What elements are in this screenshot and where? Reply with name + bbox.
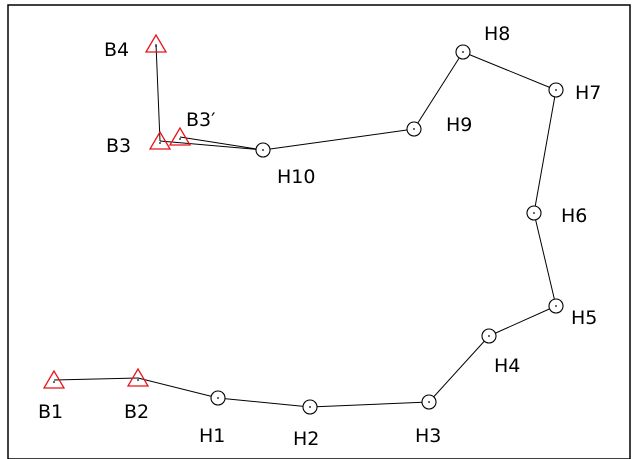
label-b3p: B3′ [186, 109, 215, 131]
station-center-dot-h9 [413, 128, 415, 130]
route-line-b3-b4 [155, 43, 161, 142]
route-line-h9-h10 [262, 128, 415, 151]
drawing-frame [7, 4, 631, 459]
label-h9: H9 [446, 114, 472, 136]
route-line-h10-b3 [159, 140, 264, 151]
route-lines [53, 43, 557, 408]
label-b2: B2 [124, 401, 149, 423]
label-h6: H6 [561, 205, 587, 227]
route-line-h6-h7 [533, 89, 557, 214]
label-b4: B4 [104, 39, 129, 61]
station-center-dot-h4 [488, 335, 490, 337]
label-b3: B3 [106, 135, 131, 157]
label-h10: H10 [277, 166, 315, 188]
benchmark-triangle-icon-b2 [126, 367, 150, 387]
benchmark-center-dot-b3p [179, 138, 181, 140]
benchmark-triangle-icon-b1 [42, 369, 66, 389]
route-line-h3-h4 [428, 335, 490, 403]
label-h3: H3 [415, 425, 441, 447]
benchmark-triangle-icon-b3 [148, 130, 172, 150]
station-center-dot-h7 [555, 89, 557, 91]
route-line-b1-b2 [53, 377, 139, 381]
route-line-h10-b3p [179, 136, 264, 151]
benchmark-triangle-icon-b3p [168, 126, 192, 146]
label-h5: H5 [571, 307, 597, 329]
benchmark-center-dot-b1 [53, 381, 55, 383]
route-line-h7-h8 [462, 51, 557, 91]
label-h2: H2 [293, 428, 319, 450]
label-b1: B1 [38, 401, 63, 423]
label-h4: H4 [494, 355, 520, 377]
benchmark-triangle-icon-b4 [144, 33, 168, 53]
benchmark-center-dot-b4 [155, 45, 157, 47]
route-line-h2-h3 [309, 401, 430, 408]
route-line-h8-h9 [413, 51, 464, 130]
route-line-h1-h2 [217, 397, 311, 408]
label-h1: H1 [199, 425, 225, 447]
station-center-dot-h6 [533, 212, 535, 214]
label-h7: H7 [575, 82, 601, 104]
station-center-dot-h10 [262, 149, 264, 151]
route-line-h4-h5 [488, 305, 557, 337]
benchmark-center-dot-b2 [137, 379, 139, 381]
benchmark-center-dot-b3 [159, 142, 161, 144]
label-h8: H8 [484, 23, 510, 45]
route-line-h5-h6 [533, 212, 557, 307]
station-center-dot-h1 [217, 397, 219, 399]
station-center-dot-h8 [462, 51, 464, 53]
point-markers [42, 33, 564, 415]
station-center-dot-h5 [555, 305, 557, 307]
route-line-b2-h1 [137, 377, 219, 399]
station-center-dot-h2 [309, 406, 311, 408]
station-center-dot-h3 [428, 401, 430, 403]
